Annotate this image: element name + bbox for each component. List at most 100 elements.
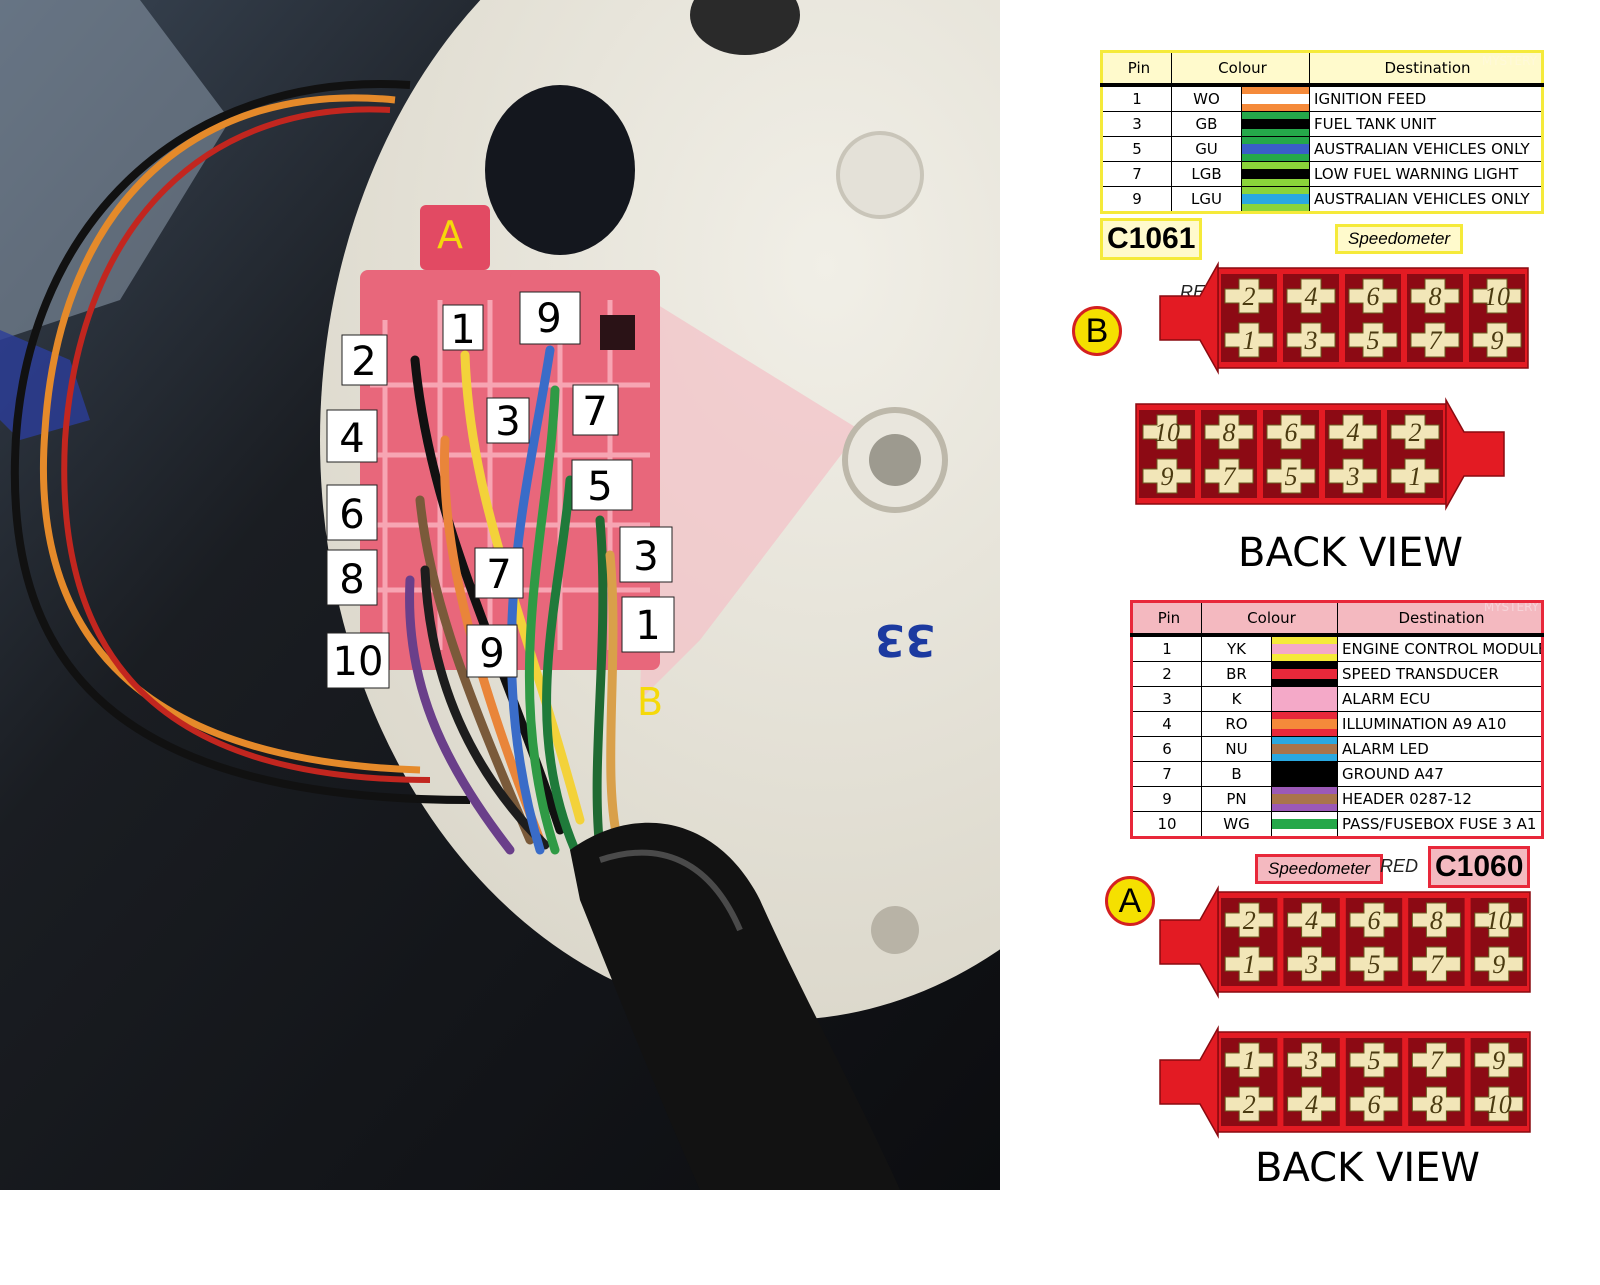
back-view-label-c1060: BACK VIEW	[1255, 1145, 1480, 1191]
plug-latch	[1445, 397, 1505, 511]
table-row: 7 LGB LOW FUEL WARNING LIGHT	[1101, 161, 1543, 187]
dial-marking: 33	[874, 614, 935, 665]
plug-pin-terminal	[1349, 1086, 1399, 1122]
wire-swatch	[1240, 84, 1311, 112]
plug-pin-number: 3	[1346, 462, 1360, 491]
plug-pin-terminal	[1349, 946, 1399, 982]
plug-pin-terminal	[1349, 902, 1399, 938]
plug-pin-number: 4	[1305, 1090, 1318, 1119]
plug-pin-number: 9	[1492, 1046, 1505, 1075]
photo-pin-1-a: 1	[450, 307, 475, 353]
part-tag-speedometer-c1060: Speedometer	[1255, 854, 1384, 884]
wire-swatch	[1270, 786, 1339, 812]
tape-highlight	[599, 849, 743, 932]
table-row: 10 WG PASS/FUSEBOX FUSE 3 A1	[1131, 811, 1543, 838]
plug-pin-terminal	[1474, 1042, 1524, 1078]
instrument-back-photo: 33 1 9 2	[0, 0, 1000, 1190]
mounting-hole-large	[485, 85, 635, 255]
wire-swatch	[1270, 811, 1339, 838]
orange-wire	[39, 94, 421, 774]
table-row: 3 K ALARM ECU	[1131, 686, 1543, 712]
plug-pin-number: 10	[1484, 282, 1510, 311]
photo-pin-8: 8	[339, 557, 364, 603]
plug-pin-terminal	[1411, 902, 1461, 938]
table-row: 7 B GROUND A47	[1131, 761, 1543, 787]
plug-pin-terminal	[1474, 902, 1524, 938]
photo-corner-b: B	[637, 680, 663, 724]
plug-pin-terminal	[1286, 322, 1336, 358]
plug-pin-terminal	[1328, 458, 1378, 494]
wire-swatch	[1270, 761, 1339, 787]
plug-pin-terminal	[1474, 946, 1524, 982]
plug-pin-number: 10	[1486, 906, 1512, 935]
plug-pin-number: 8	[1430, 1090, 1443, 1119]
badge-a: A	[1105, 876, 1155, 926]
pin-tags: 1 9 2 3 7 4 5 6 3 7 8 1 9 10	[326, 291, 675, 689]
table-row: 5 GU AUSTRALIAN VEHICLES ONLY	[1101, 136, 1543, 162]
table-row: 1 YK ENGINE CONTROL MODULE	[1131, 634, 1543, 662]
badge-b: B	[1072, 306, 1122, 356]
back-view-label-c1061: BACK VIEW	[1238, 530, 1463, 576]
plug-pin-number: 2	[1409, 418, 1422, 447]
plug-pin-terminal	[1411, 1086, 1461, 1122]
mounting-post-hole	[869, 434, 921, 486]
photo-pin-4: 4	[339, 416, 364, 462]
table-row: 6 NU ALARM LED	[1131, 736, 1543, 762]
table-row: 4 RO ILLUMINATION A9 A10	[1131, 711, 1543, 737]
photo-pin-9-b: 9	[479, 631, 504, 677]
header-colour: Colour	[1170, 51, 1311, 87]
header-pin: Pin	[1131, 601, 1202, 637]
red-note-c1060: RED	[1380, 856, 1419, 876]
plug-pin-terminal	[1348, 322, 1398, 358]
plug-pin-terminal	[1266, 414, 1316, 450]
plug-pin-terminal	[1411, 1042, 1461, 1078]
watermark: MYSTERY	[1483, 601, 1539, 614]
plug-pin-number: 9	[1492, 950, 1505, 979]
wire-swatch	[1270, 661, 1339, 687]
photo-pin-3-a: 3	[495, 399, 520, 445]
header-colour: Colour	[1200, 601, 1339, 637]
wire-swatch	[1270, 634, 1339, 662]
photo-pin-10: 10	[333, 639, 384, 685]
table-row: 3 GB FUEL TANK UNIT	[1101, 111, 1543, 137]
plug-pin-terminal	[1224, 278, 1274, 314]
plug-pin-number: 8	[1429, 282, 1442, 311]
plug-pin-number: 8	[1223, 418, 1236, 447]
plug-pin-number: 3	[1304, 950, 1318, 979]
plug-pin-terminal	[1286, 278, 1336, 314]
part-tag-speedometer-c1061: Speedometer	[1335, 224, 1464, 254]
plug-pin-number: 10	[1486, 1090, 1512, 1119]
plug-pin-number: 5	[1368, 950, 1381, 979]
plug-pin-number: 6	[1368, 1090, 1381, 1119]
plug-latch	[1159, 885, 1219, 999]
plug-latch	[1159, 261, 1219, 375]
plug-pin-terminal	[1411, 946, 1461, 982]
wire-swatch	[1240, 186, 1311, 213]
plug-pin-terminal	[1390, 414, 1440, 450]
plug-pin-number: 1	[1243, 950, 1256, 979]
plug-pin-terminal	[1472, 322, 1522, 358]
plug-pin-terminal	[1349, 1042, 1399, 1078]
plug-pin-terminal	[1410, 322, 1460, 358]
black-wire	[10, 80, 471, 804]
plug-pin-number: 6	[1367, 282, 1380, 311]
connector-name-c1061: C1061	[1100, 218, 1203, 260]
plug-pin-number: 4	[1347, 418, 1360, 447]
plug-pin-terminal	[1390, 458, 1440, 494]
plug-pin-number: 6	[1368, 906, 1381, 935]
photo-pin-9-a: 9	[536, 296, 561, 342]
plug-pin-number: 2	[1243, 906, 1256, 935]
plug-pin-terminal	[1204, 458, 1254, 494]
plug-pin-number: 5	[1367, 326, 1380, 355]
red-wire	[61, 106, 431, 783]
connector-latch-a	[420, 205, 490, 270]
plug-pin-number: 4	[1305, 906, 1318, 935]
connector-cavity	[600, 315, 635, 350]
plug-pin-number: 1	[1243, 326, 1256, 355]
plug-pin-number: 4	[1305, 282, 1318, 311]
photo-pin-2: 2	[351, 339, 376, 385]
